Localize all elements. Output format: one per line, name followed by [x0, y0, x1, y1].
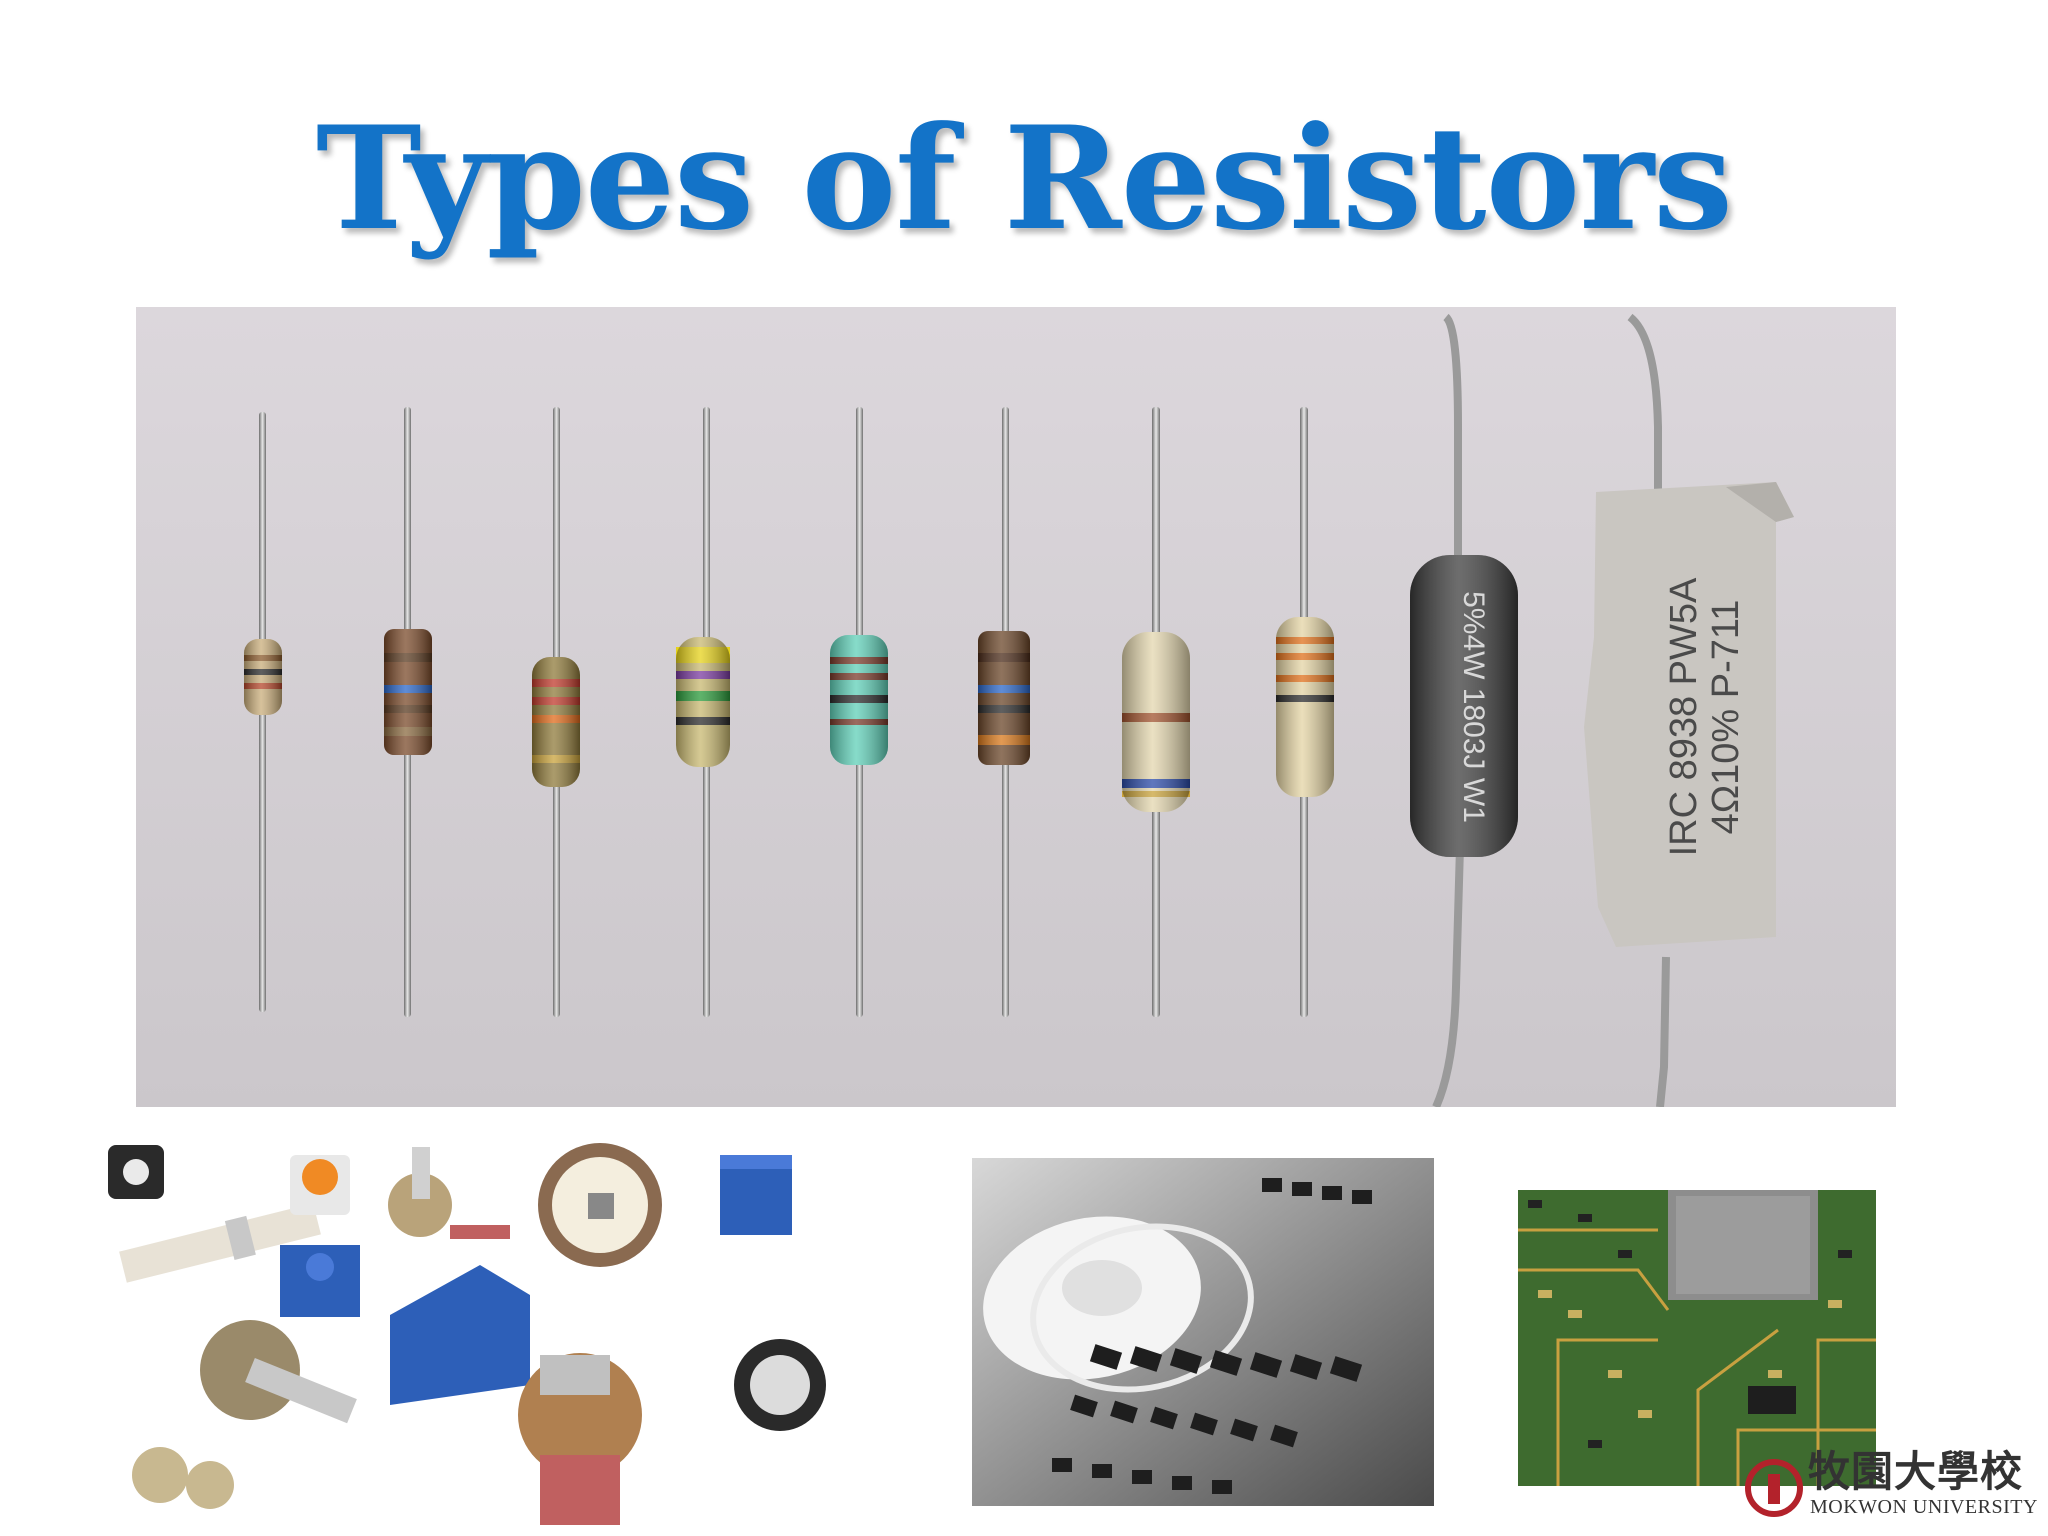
ceramic-label-line1: IRC 8938 PW5A: [1663, 577, 1705, 856]
ceramic-power-resistor: IRC 8938 PW5A 4Ω10% P-711: [1584, 313, 1794, 1107]
smd-reel-illustration: [972, 1158, 1434, 1506]
resistor-1: [244, 412, 282, 1012]
resistor-3: [532, 407, 580, 1017]
pcb-smd-resistors-photo: [1518, 1190, 1876, 1486]
university-emblem-icon: [1745, 1459, 1803, 1517]
wirewound-label: 5%4W 1803J W1: [1457, 591, 1490, 823]
resistor-8: [1276, 407, 1334, 1017]
pcb-illustration: [1518, 1190, 1876, 1486]
slide-title: Types of Resistors: [315, 96, 1733, 262]
smd-resistor-reel-photo: [972, 1158, 1434, 1506]
university-name-cjk: 牧園大學校: [1808, 1447, 2024, 1496]
resistor-2: [384, 407, 432, 1017]
resistor-4: [676, 407, 730, 1017]
axial-resistors-illustration: 5%4W 1803J W1 IRC 8938 PW5A 4Ω10% P-711: [136, 307, 1896, 1107]
potentiometers-trimmers-photo: [100, 1135, 860, 1535]
university-logo: 牧園大學校 MOKWON UNIVERSITY: [1744, 1430, 2044, 1534]
ceramic-label-line2: 4Ω10% P-711: [1705, 600, 1747, 835]
resistor-7: [1122, 407, 1190, 1017]
university-name-english: MOKWON UNIVERSITY: [1810, 1496, 2038, 1518]
resistor-6: [978, 407, 1030, 1017]
axial-resistors-photo: 5%4W 1803J W1 IRC 8938 PW5A 4Ω10% P-711: [136, 307, 1896, 1107]
potentiometers-illustration: [100, 1135, 860, 1535]
wirewound-resistor: 5%4W 1803J W1: [1410, 313, 1518, 1107]
resistor-5: [830, 407, 888, 1017]
